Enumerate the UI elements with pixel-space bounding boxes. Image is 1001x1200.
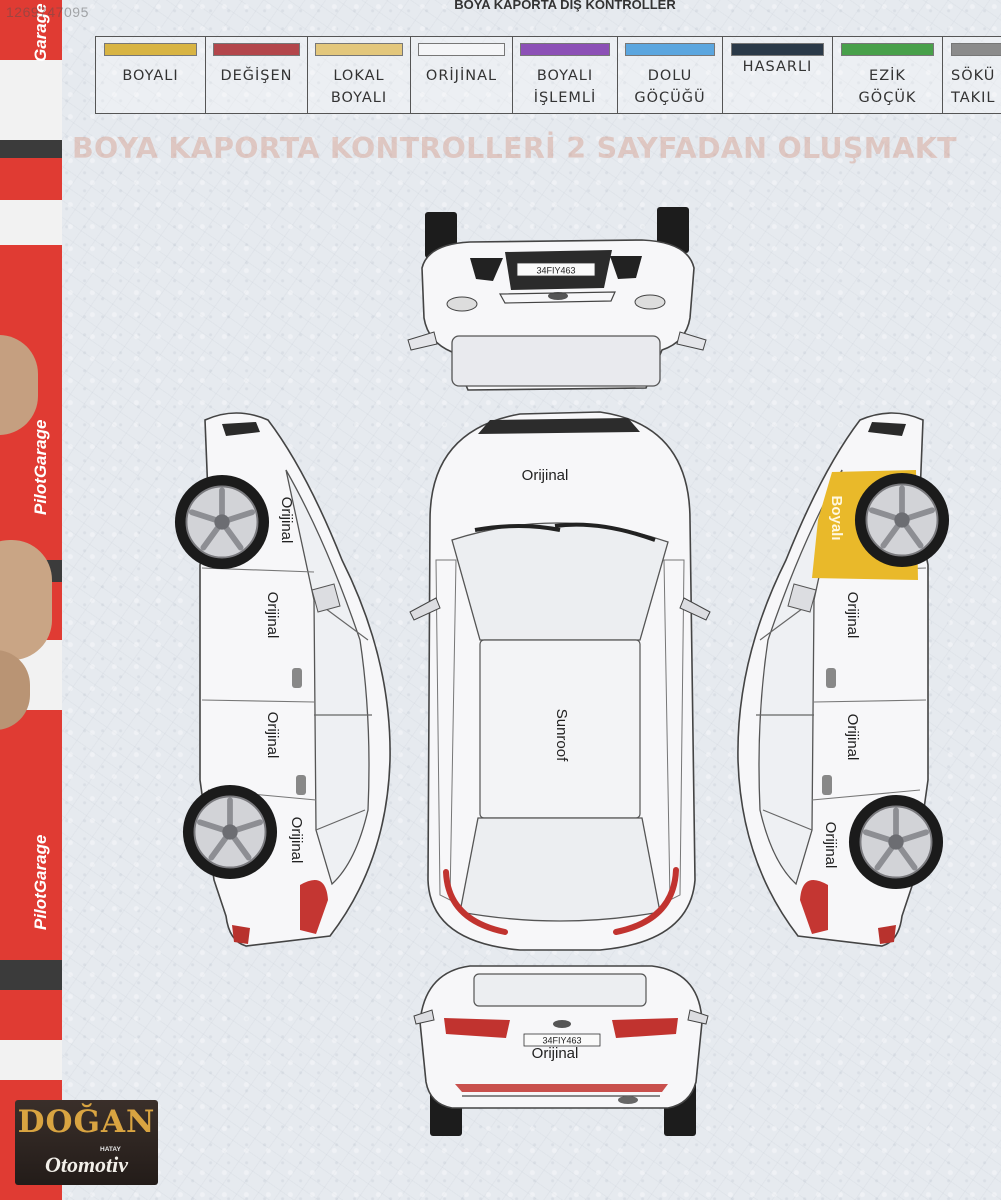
- legend-item-boyali-islemli: BOYALI İŞLEMLİ: [513, 37, 618, 113]
- wheel-icon: [855, 473, 949, 567]
- logo-name: DOĞAN: [17, 1104, 156, 1140]
- logo-city: HATAY: [100, 1146, 121, 1153]
- top-view: Orijinal Sunroof: [409, 411, 711, 951]
- front-plate: [516, 262, 596, 277]
- legend-table: BOYALI DEĞİŞEN LOKAL BOYALI ORİJİNAL BOYA…: [95, 36, 1001, 114]
- legend-item-orijinal: ORİJİNAL: [411, 37, 513, 113]
- right-front-door-label: Orijinal: [844, 592, 861, 639]
- legend-swatch: [213, 43, 300, 56]
- legend-swatch: [951, 43, 1001, 56]
- legend-item-hasarli: HASARLI: [723, 37, 833, 113]
- legend-label: BOYALI: [330, 90, 388, 106]
- legend-swatch: [520, 43, 610, 56]
- legend-swatch: [418, 43, 505, 56]
- rear-plate: [523, 1033, 601, 1047]
- legend-label: DEĞİŞEN: [220, 68, 293, 84]
- legend-label: BOYALI: [122, 68, 179, 84]
- page-title: BOYA KAPORTA DIŞ KONTROLLER: [454, 0, 676, 12]
- legend-item-boyali: BOYALI: [96, 37, 206, 113]
- hood-label: Orijinal: [522, 467, 569, 484]
- front-wheel-right: [657, 207, 689, 253]
- two-page-notice: BOYA KAPORTA KONTROLLERİ 2 SAYFADAN OLUŞ…: [72, 132, 957, 165]
- wheel-icon: [175, 475, 269, 569]
- legend-label: TAKIL: [951, 90, 996, 106]
- legend-item-lokal-boyali: LOKAL BOYALI: [308, 37, 411, 113]
- legend-label: DOLU: [647, 68, 693, 84]
- legend-item-ezik-gocuk: EZİK GÖÇÜK: [833, 37, 943, 113]
- finger: [0, 540, 52, 660]
- legend-label: SÖKÜ: [951, 68, 996, 84]
- legend-item-soku-takil: SÖKÜ TAKIL: [943, 37, 1001, 113]
- right-side-view: Boyalı Orijinal Orijinal Orijinal: [737, 412, 949, 947]
- legend-label: GÖÇÜĞÜ: [634, 90, 706, 106]
- right-front-fender-label: Boyalı: [828, 495, 845, 540]
- legend-swatch: [315, 43, 403, 56]
- legend-label: EZİK: [869, 68, 906, 84]
- legend-swatch: [840, 43, 935, 56]
- left-side-view: Orijinal Orijinal Orijinal Orijinal: [175, 412, 391, 947]
- legend-swatch: [625, 43, 715, 56]
- listing-id: 1269747095: [6, 4, 89, 20]
- left-rear-fender-label: Orijinal: [288, 817, 305, 864]
- legend-swatch: [730, 43, 825, 56]
- right-rear-door-label: Orijinal: [844, 714, 861, 761]
- rear-view: 34FIY463 Orijinal: [413, 965, 709, 1136]
- left-front-door-label: Orijinal: [264, 592, 281, 639]
- left-rear-door-label: Orijinal: [264, 712, 281, 759]
- logo-subtitle: Otomotiv: [44, 1152, 129, 1177]
- sunroof-label: Sunroof: [553, 709, 570, 762]
- wheel-icon: [183, 785, 277, 879]
- legend-item-dolu-gocugu: DOLU GÖÇÜĞÜ: [618, 37, 723, 113]
- trunk-label: Orijinal: [532, 1045, 579, 1062]
- legend-label: HASARLI: [742, 59, 813, 75]
- legend-label: İŞLEMLİ: [533, 90, 597, 106]
- legend-label: ORİJİNAL: [425, 68, 498, 84]
- legend-label: BOYALI: [536, 68, 594, 84]
- wheel-icon: [849, 795, 943, 889]
- rear-plate-text: 34FIY463: [542, 1036, 581, 1046]
- legend-item-degisen: DEĞİŞEN: [206, 37, 308, 113]
- front-view: 34FIY463: [407, 207, 707, 391]
- legend-label: LOKAL: [333, 68, 385, 84]
- front-plate-text: 34FIY463: [536, 266, 575, 276]
- right-rear-fender-label: Orijinal: [822, 822, 839, 869]
- legend-label: GÖÇÜK: [858, 90, 917, 106]
- legend-swatch: [103, 43, 198, 56]
- left-front-fender-label: Orijinal: [278, 497, 295, 544]
- dealer-logo: DOĞAN HATAY Otomotiv: [15, 1100, 158, 1185]
